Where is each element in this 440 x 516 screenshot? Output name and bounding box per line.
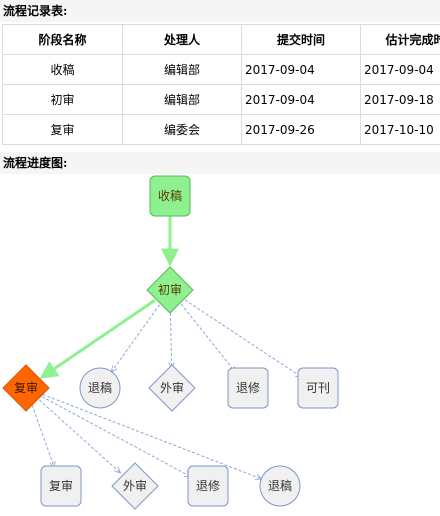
cell-estimated-time: 2017-09-04	[360, 54, 440, 85]
flow-node-shape	[79, 367, 121, 409]
table-row: 收稿 编辑部 2017-09-04 2017-09-04	[2, 54, 440, 85]
cell-stage: 初审	[2, 84, 123, 115]
flow-node-label: 收稿	[158, 188, 182, 203]
table-row: 复审 编委会 2017-09-26 2017-10-10	[2, 114, 440, 145]
cell-stage: 收稿	[2, 54, 123, 85]
cell-handler: 编辑部	[122, 84, 242, 115]
flow-edge-first-review-to-second-review	[39, 298, 156, 379]
flow-node-fr-accept: 可刊	[297, 367, 339, 409]
flow-node-fr-reject: 退稿	[79, 367, 121, 409]
flow-node-shape	[148, 364, 196, 412]
flow-node-label: 退修	[236, 380, 260, 395]
flow-edge-second-review-to-sr-revise	[41, 396, 191, 477]
flow-edge-first-review-to-fr-revise	[180, 303, 235, 372]
flow-node-label: 外审	[160, 380, 184, 395]
flow-node-sr-revise: 退修	[187, 465, 229, 507]
table-section-title: 流程记录表:	[0, 0, 440, 22]
column-header: 阶段名称	[2, 24, 123, 55]
flow-node-second-review: 复审	[2, 364, 50, 412]
flow-edge-first-review-to-fr-reject	[112, 304, 160, 372]
cell-submit-time: 2017-09-04	[241, 54, 361, 85]
flow-node-fr-external: 外审	[148, 364, 196, 412]
flow-node-label: 复审	[14, 380, 38, 395]
table-row: 初审 编辑部 2017-09-04 2017-09-18	[2, 84, 440, 115]
cell-estimated-time: 2017-10-10	[360, 114, 440, 145]
flow-node-receive: 收稿	[149, 175, 191, 217]
flow-node-label: 复审	[49, 478, 73, 493]
flow-node-shape	[297, 367, 339, 409]
flow-node-sr-external: 外审	[111, 462, 159, 510]
flow-node-shape	[40, 465, 82, 507]
cell-submit-time: 2017-09-04	[241, 84, 361, 115]
cell-submit-time: 2017-09-26	[241, 114, 361, 145]
flow-node-shape	[2, 364, 50, 412]
flow-node-shape	[111, 462, 159, 510]
table-header-row: 阶段名称 处理人 提交时间 估计完成时间	[2, 24, 440, 55]
flow-edge-second-review-to-sr-external	[39, 399, 120, 473]
records-table-wrap: 阶段名称 处理人 提交时间 估计完成时间 收稿 编辑部 2017-09-04 2…	[2, 24, 440, 146]
flow-edge-second-review-to-sr-reject	[42, 394, 262, 478]
flow-edge-first-review-to-fr-external	[170, 307, 171, 368]
cell-stage: 复审	[2, 114, 123, 145]
flow-node-label: 退稿	[88, 380, 112, 395]
flow-node-sr-reject: 退稿	[259, 465, 301, 507]
flow-edge-second-review-to-sr-recheck	[31, 404, 54, 467]
cell-estimated-time: 2017-09-18	[360, 84, 440, 115]
cell-handler: 编辑部	[122, 54, 242, 85]
flow-node-shape	[227, 367, 269, 409]
flow-node-label: 退稿	[268, 478, 292, 493]
flow-node-shape	[146, 266, 194, 314]
flow-node-shape	[259, 465, 301, 507]
flow-node-shape	[187, 465, 229, 507]
flow-edge-first-review-to-fr-accept	[184, 299, 301, 377]
flow-node-shape	[149, 175, 191, 217]
flow-node-first-review: 初审	[146, 266, 194, 314]
flow-node-label: 可刊	[306, 381, 330, 395]
flow-section-title: 流程进度图:	[0, 152, 440, 174]
records-table: 阶段名称 处理人 提交时间 估计完成时间 收稿 编辑部 2017-09-04 2…	[2, 24, 440, 145]
flow-node-label: 外审	[123, 478, 147, 493]
flow-node-label: 初审	[158, 282, 182, 297]
flow-node-sr-recheck: 复审	[40, 465, 82, 507]
cell-handler: 编委会	[122, 114, 242, 145]
flow-node-fr-revise: 退修	[227, 367, 269, 409]
flow-node-label: 退修	[196, 478, 220, 493]
